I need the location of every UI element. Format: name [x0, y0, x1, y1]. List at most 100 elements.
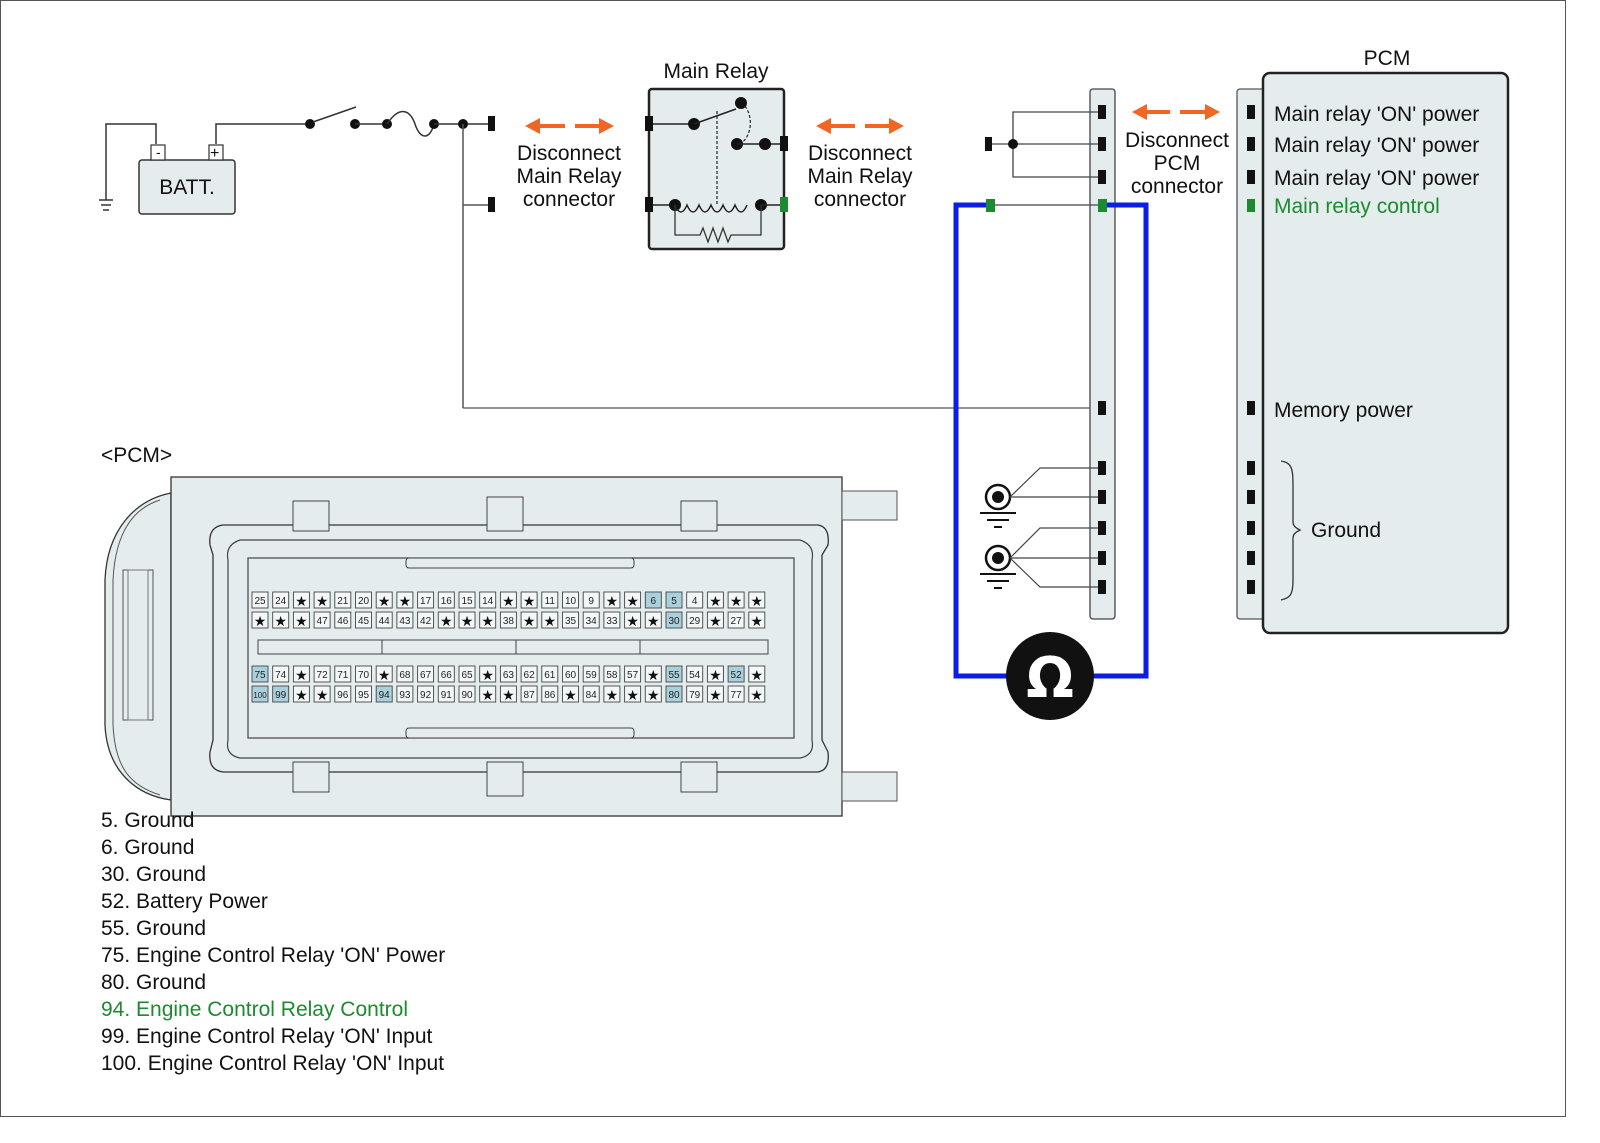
pin-cell-unused	[458, 611, 476, 629]
pin-cell-unused	[437, 611, 455, 629]
pin-number: 6	[651, 596, 657, 607]
legend-item: 6. Ground	[101, 836, 195, 859]
pin-cell-unused	[520, 611, 538, 629]
pin-cell	[396, 685, 414, 703]
legend-item: 80. Ground	[101, 971, 207, 994]
disconnect-arrow-right	[816, 118, 904, 134]
pin-cell	[562, 611, 579, 629]
ohmmeter-icon	[1006, 632, 1094, 720]
pcm-control-test-pin	[1098, 199, 1107, 212]
pin-cell-unused	[292, 685, 310, 703]
pin-number: 55	[668, 670, 680, 681]
pin-cell	[396, 611, 414, 629]
pin-number: 75	[254, 670, 266, 681]
pin-unused-star: ★	[647, 668, 660, 684]
pin-cell-unused	[479, 685, 497, 703]
disconnect-pcm-line3: connector	[1131, 175, 1223, 198]
pin-cell	[251, 685, 269, 703]
pin-unused-star: ★	[461, 614, 474, 630]
pcm-ground-label: Ground	[1311, 519, 1381, 542]
battery-neg-terminal: -	[156, 144, 161, 160]
probe-wire-left	[953, 202, 1010, 679]
legend-item-highlight: 94. Engine Control Relay Control	[101, 998, 409, 1021]
pin-cell-unused	[499, 591, 517, 609]
main-relay	[645, 87, 788, 251]
disconnect-left-line2: Main Relay	[516, 165, 622, 188]
pin-number: 84	[586, 690, 598, 701]
pcm-title: PCM	[1364, 47, 1411, 70]
pin-number: 66	[441, 670, 453, 681]
pin-unused-star: ★	[502, 594, 515, 610]
pin-unused-star: ★	[440, 614, 453, 630]
pin-number: 80	[668, 690, 680, 701]
pin-number: 99	[275, 690, 287, 701]
pin-number: 20	[358, 596, 370, 607]
pin-unused-star: ★	[709, 688, 722, 704]
pin-unused-star: ★	[481, 614, 494, 630]
connector-pin	[488, 116, 495, 131]
pin-cell	[417, 611, 435, 629]
pin-cell	[727, 665, 745, 683]
pin-cell	[499, 665, 517, 683]
diagram-frame	[0, 0, 1566, 1117]
pin-unused-star: ★	[751, 614, 764, 630]
relay-control-pin	[780, 197, 788, 212]
pin-number: 47	[317, 616, 329, 627]
pin-cell-unused	[272, 611, 290, 629]
pin-number: 57	[627, 670, 639, 681]
pin-cell	[417, 685, 435, 703]
pin-cell-unused	[748, 685, 766, 703]
legend-item: 30. Ground	[101, 863, 207, 886]
pin-cell	[355, 591, 372, 609]
pin-cell	[375, 685, 393, 703]
pin-number: 91	[441, 690, 453, 701]
pin-cell	[355, 685, 372, 703]
pin-cell-unused	[624, 591, 642, 609]
pin-number: 52	[731, 670, 743, 681]
pin-cell	[686, 611, 704, 629]
pin-number: 35	[565, 616, 577, 627]
pin-number: 34	[586, 616, 598, 627]
pin-number: 77	[731, 690, 743, 701]
pin-cell-unused	[706, 665, 724, 683]
pin-cell-unused	[396, 591, 414, 609]
pin-number: 72	[317, 670, 329, 681]
pin-cell	[541, 665, 559, 683]
pcm-pin-label-control: Main relay control	[1274, 195, 1440, 218]
pin-cell-unused	[748, 611, 766, 629]
pin-unused-star: ★	[544, 614, 557, 630]
pin-number: 17	[420, 596, 432, 607]
pin-cell	[355, 611, 372, 629]
pin-cell	[272, 665, 290, 683]
pin-cell-unused	[292, 611, 310, 629]
pin-cell	[727, 685, 745, 703]
pin-number: 65	[461, 670, 473, 681]
pin-number: 63	[503, 670, 515, 681]
pin-cell	[396, 665, 414, 683]
pin-unused-star: ★	[378, 594, 391, 610]
pin-unused-star: ★	[295, 594, 308, 610]
pin-cell-unused	[706, 685, 724, 703]
pin-number: 95	[358, 690, 370, 701]
pin-number: 33	[606, 616, 618, 627]
legend-item: 55. Ground	[101, 917, 207, 940]
pin-cell-unused	[479, 611, 497, 629]
pin-cell	[375, 611, 393, 629]
pin-cell	[272, 591, 290, 609]
pin-number: 24	[275, 596, 287, 607]
pin-unused-star: ★	[751, 668, 764, 684]
pin-cell	[499, 611, 517, 629]
pin-cell-unused	[251, 611, 269, 629]
pin-number: 71	[337, 670, 349, 681]
ohm-symbol: Ω	[1026, 646, 1074, 711]
pin-unused-star: ★	[606, 688, 619, 704]
pin-unused-star: ★	[295, 614, 308, 630]
pin-unused-star: ★	[647, 688, 660, 704]
pin-unused-star: ★	[523, 594, 536, 610]
pin-cell	[437, 665, 455, 683]
pin-cell	[603, 611, 621, 629]
pin-cell-unused	[644, 611, 662, 629]
pin-cell	[603, 665, 621, 683]
pin-cell	[644, 591, 662, 609]
pin-cell-unused	[520, 591, 538, 609]
